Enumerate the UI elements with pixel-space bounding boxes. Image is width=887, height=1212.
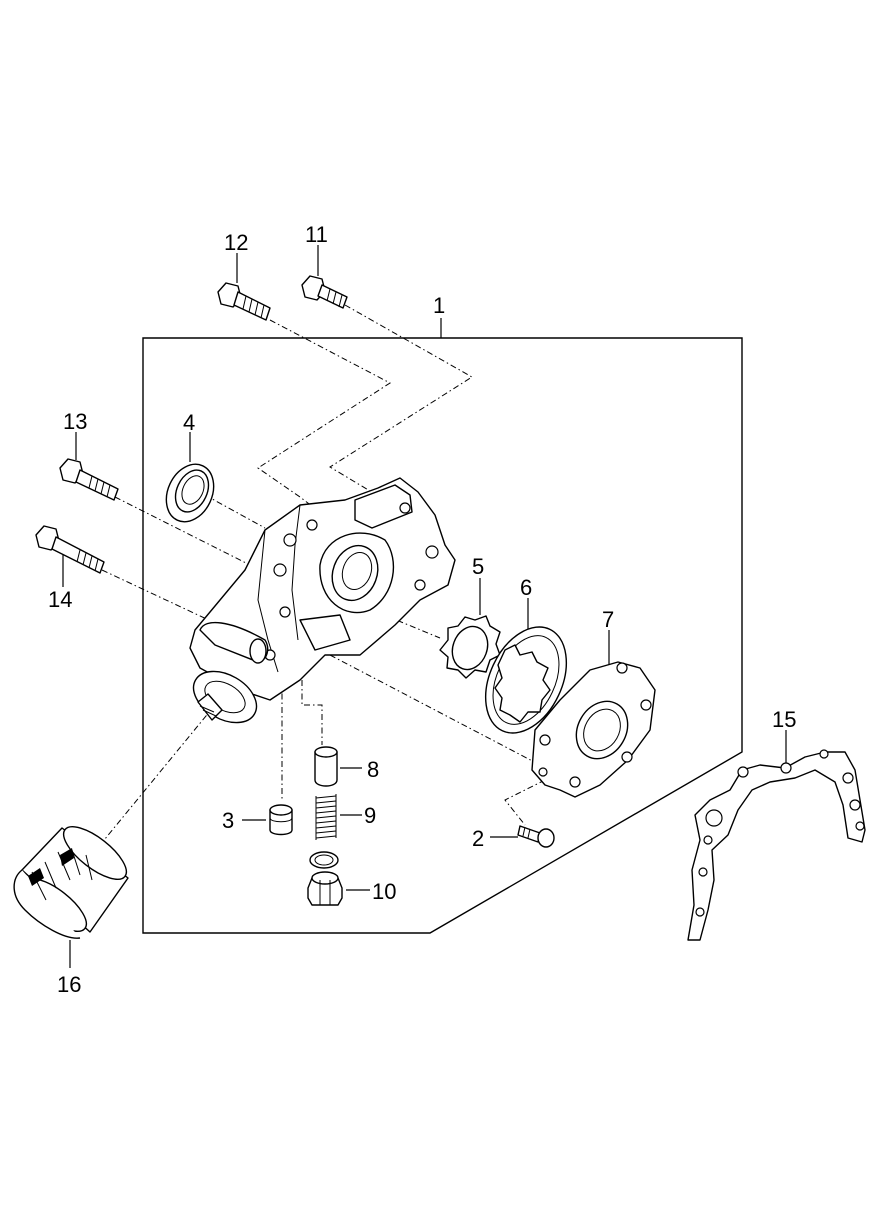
oil-filter-16 (13, 826, 129, 939)
callout-12: 12 (224, 230, 248, 255)
callout-14: 14 (48, 587, 72, 612)
callout-7: 7 (602, 607, 614, 632)
callout-9: 9 (364, 803, 376, 828)
inner-rotor-5 (439, 615, 501, 679)
callout-11: 11 (305, 222, 328, 247)
callout-10: 10 (372, 879, 396, 904)
oil-pump-body-1 (189, 477, 456, 724)
callout-5: 5 (472, 554, 484, 579)
leader-lines (62, 245, 787, 968)
callout-13: 13 (63, 409, 87, 434)
callout-15: 15 (772, 707, 796, 732)
callout-6: 6 (520, 575, 532, 600)
callout-8: 8 (367, 757, 379, 782)
callout-4: 4 (183, 410, 195, 435)
relief-valve-8 (314, 746, 338, 787)
bolt-14 (35, 525, 105, 574)
callout-1: 1 (433, 293, 445, 318)
pump-cover-7 (531, 661, 656, 798)
washer (309, 851, 339, 869)
callout-labels: 1 2 3 4 5 6 7 8 9 10 11 12 13 14 15 16 (48, 222, 796, 997)
plug-3 (269, 804, 293, 836)
bolt-13 (59, 458, 119, 501)
assembly-frame (142, 337, 743, 934)
outer-rotor-6 (484, 626, 568, 734)
bolt-11 (301, 275, 348, 309)
oil-seal-4 (165, 463, 215, 523)
callout-16: 16 (57, 972, 81, 997)
washer-inner (314, 854, 334, 866)
plug-10 (307, 871, 343, 906)
spring-9 (315, 794, 337, 840)
callout-2: 2 (472, 826, 484, 851)
callout-3: 3 (222, 808, 234, 833)
gasket-15 (687, 749, 866, 941)
screw-2 (517, 825, 555, 848)
bolt-12 (217, 282, 271, 321)
